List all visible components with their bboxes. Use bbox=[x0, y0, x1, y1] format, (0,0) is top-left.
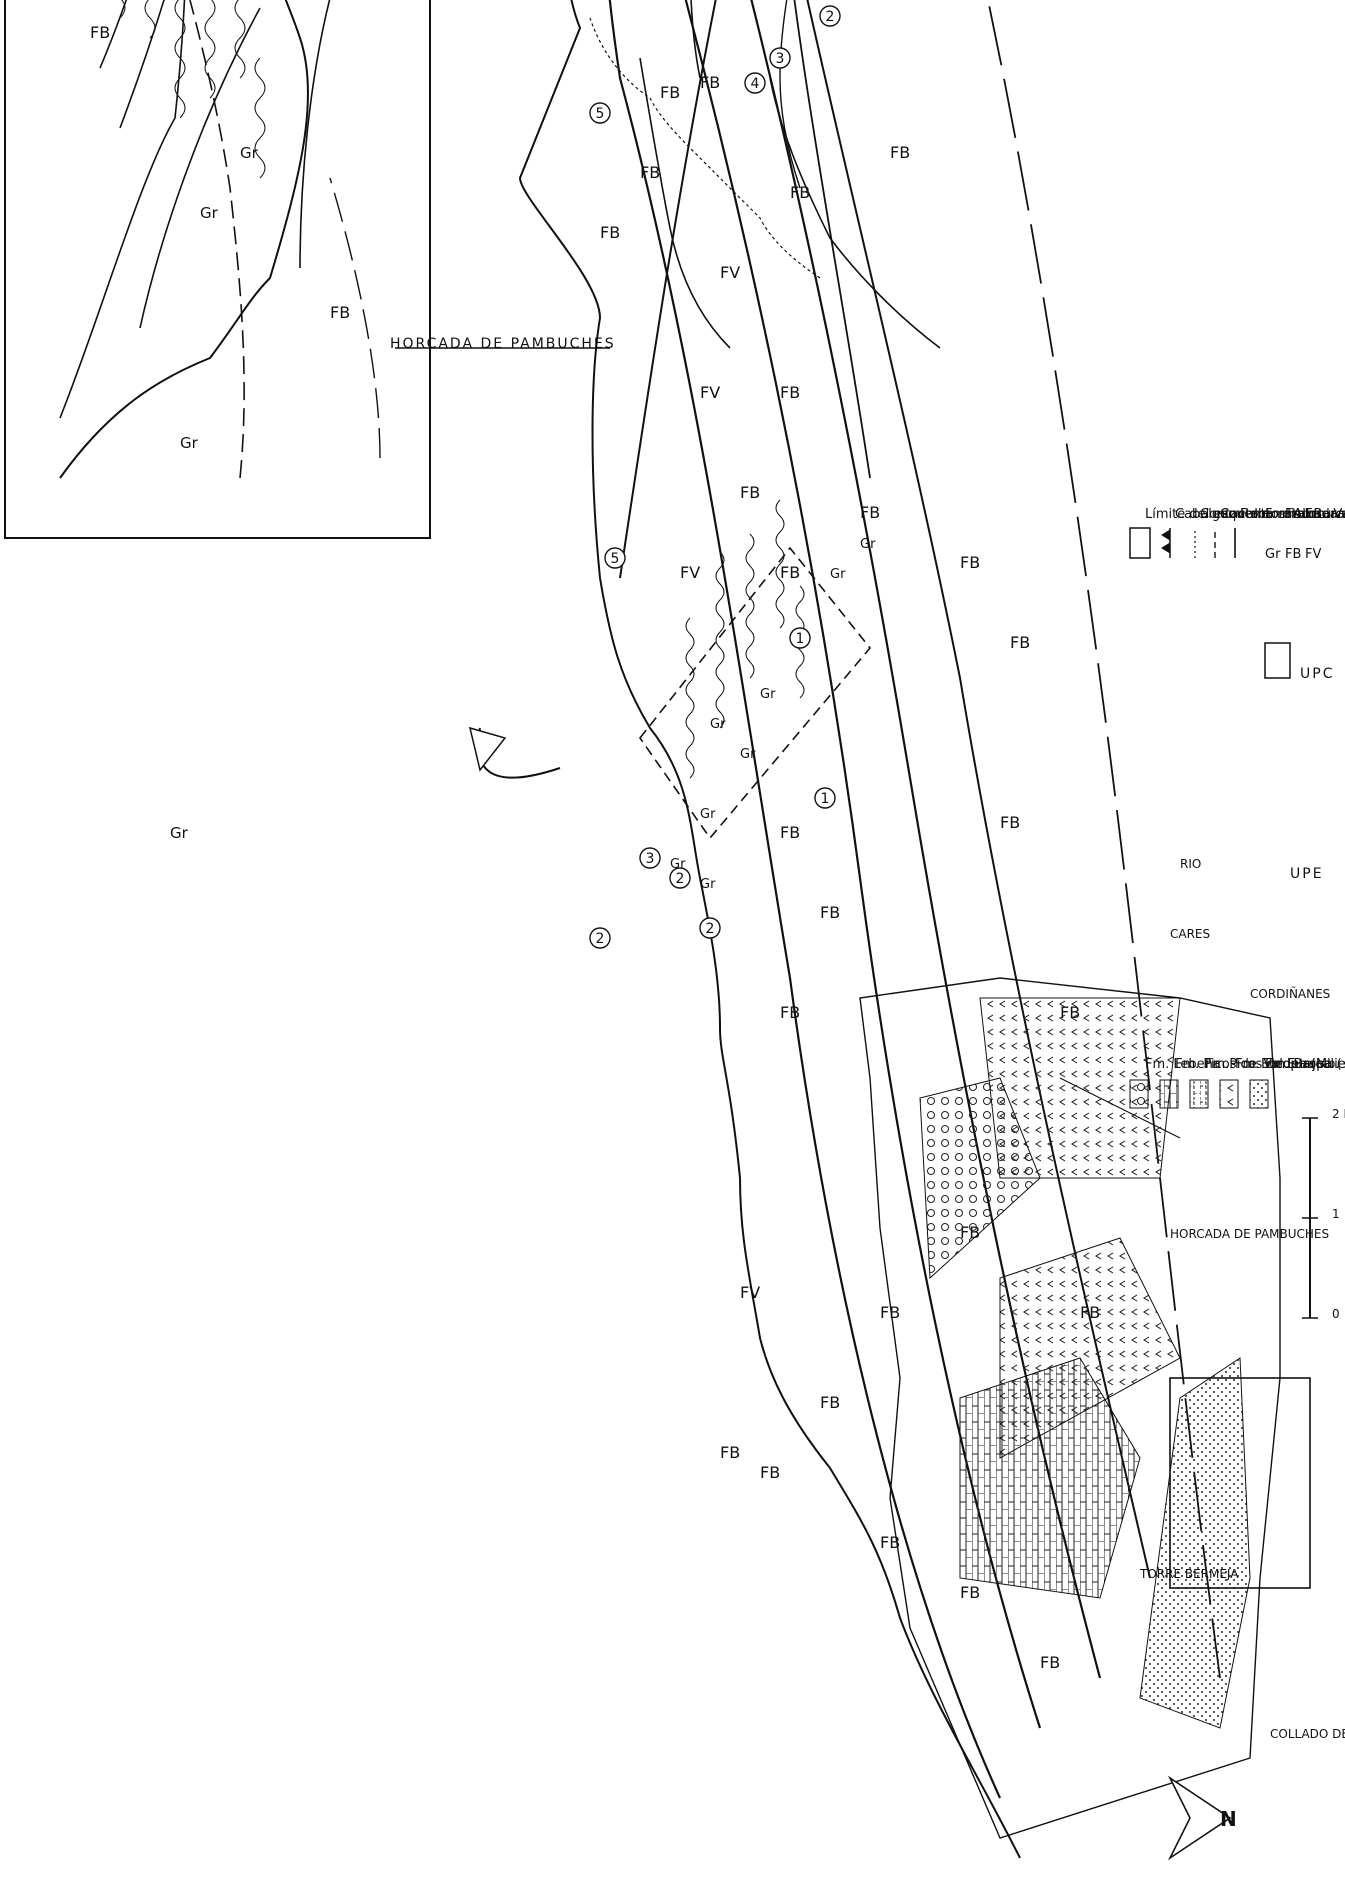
thrust-marker-1b: 1 bbox=[790, 628, 810, 648]
pan-fb-24: FB bbox=[890, 143, 910, 162]
svg-text:N: N bbox=[1220, 1807, 1237, 1831]
pan-fb-29: FB bbox=[640, 163, 660, 182]
pan-fb-2: FB bbox=[1040, 1653, 1060, 1672]
thrust-marker-1a: 1 bbox=[815, 788, 835, 808]
thrust-marker-5a: 5 bbox=[605, 548, 625, 568]
pan-fb-17: FB bbox=[960, 553, 980, 572]
inset-label-gr-4: Gr bbox=[170, 824, 189, 842]
thrust-marker-2b: 2 bbox=[700, 918, 720, 938]
svg-text:2: 2 bbox=[706, 921, 715, 937]
pan-fb-23: FB bbox=[660, 83, 680, 102]
svg-text:5: 5 bbox=[596, 106, 605, 122]
svg-text:3: 3 bbox=[776, 51, 785, 67]
pan-fb-4: FB bbox=[760, 1463, 780, 1482]
svg-text:2: 2 bbox=[676, 871, 685, 887]
svg-text:3: 3 bbox=[646, 851, 655, 867]
pan-fb-22: FB bbox=[790, 183, 810, 202]
pan-fb-16: FB bbox=[780, 563, 800, 582]
thrust-marker-2c: 2 bbox=[820, 6, 840, 26]
legend-left-item-5: Fm. Barcaliente + Fm. Alba bbox=[1250, 1057, 1345, 1108]
svg-text:1: 1 bbox=[796, 631, 805, 647]
pan-fb-14: FB bbox=[1000, 813, 1020, 832]
thrust-marker-2d: 2 bbox=[590, 928, 610, 948]
upc-box bbox=[1265, 643, 1290, 678]
scale-bar: 0 1 2 Km. bbox=[1302, 1107, 1345, 1321]
pan-fv-4: FV bbox=[720, 263, 740, 282]
thrust-marker-2a: 2 bbox=[670, 868, 690, 888]
thrust-marker-4: 4 bbox=[745, 73, 765, 93]
inset-detail: FB FB FB FB FB FB Gr Gr Gr Gr Gr bbox=[5, 0, 430, 842]
svg-text:1: 1 bbox=[1332, 1207, 1340, 1221]
thrust-marker-3: 3 bbox=[640, 848, 660, 868]
pan-fb-1: FB bbox=[960, 1583, 980, 1602]
legend-right-caption: UPC bbox=[1300, 666, 1334, 682]
horcada-label: HORCADA DE PAMBUCHES bbox=[390, 336, 616, 352]
pan-fb-21: FB bbox=[600, 223, 620, 242]
map-label-cares: CARES bbox=[1170, 927, 1210, 941]
pan-gr-4: Gr bbox=[740, 747, 756, 762]
pan-fb-15: FB bbox=[1010, 633, 1030, 652]
pan-fv-2: FV bbox=[680, 563, 700, 582]
map-label-cordinanes: CORDIÑANES bbox=[1250, 986, 1330, 1001]
thrust-marker-3b: 3 bbox=[770, 48, 790, 68]
thrust-marker-5b: 5 bbox=[590, 103, 610, 123]
legend-right: Límite del esquema estructural( Panorámi… bbox=[1130, 507, 1345, 682]
pan-fb-10: FB bbox=[780, 823, 800, 842]
pan-gr-6: Gr bbox=[760, 687, 776, 702]
svg-text:2: 2 bbox=[596, 931, 605, 947]
inset-label-gr-5: Gr bbox=[180, 434, 199, 452]
pan-fv-1: FV bbox=[740, 1283, 760, 1302]
svg-text:5: 5 bbox=[611, 551, 620, 567]
pan-fb-20: FB bbox=[780, 383, 800, 402]
pan-gr-8: Gr bbox=[860, 537, 876, 552]
map-label-torre: TORRE BERMEJA bbox=[1139, 1567, 1239, 1581]
pan-fb-7: FB bbox=[820, 1393, 840, 1412]
north-arrow: N bbox=[1170, 1778, 1237, 1858]
pan-gr-3: Gr bbox=[700, 807, 716, 822]
abbr-fv-code: FV bbox=[1305, 547, 1321, 562]
map-label-horcada: HORCADA DE PAMBUCHES bbox=[1170, 1227, 1329, 1241]
svg-text:0: 0 bbox=[1332, 1307, 1340, 1321]
pan-gr-7: Gr bbox=[830, 567, 846, 582]
pan-fb-5: FB bbox=[720, 1443, 740, 1462]
gr-folds bbox=[686, 500, 804, 778]
legend-left-caption: UPE bbox=[1290, 866, 1324, 882]
inset-frame bbox=[5, 0, 430, 538]
svg-text:4: 4 bbox=[751, 76, 760, 92]
abbr-gr-code: Gr bbox=[1265, 547, 1281, 562]
pan-fb-25: FB bbox=[700, 73, 720, 92]
pan-fb-12: FB bbox=[780, 1003, 800, 1022]
svg-text:1: 1 bbox=[821, 791, 830, 807]
svg-text:2: 2 bbox=[826, 9, 835, 25]
pan-fb-19: FB bbox=[740, 483, 760, 502]
pan-fv-3: FV bbox=[700, 383, 720, 402]
inset-label-fb-6: FB bbox=[330, 303, 350, 322]
abbr-fv-label: Fm. Valdeteja bbox=[1305, 507, 1345, 522]
inset-label-gr-3: Gr bbox=[200, 204, 219, 222]
pan-gr-5: Gr bbox=[710, 717, 726, 732]
rotated-figure: FB FB FB FB FB FB Gr Gr Gr Gr Gr bbox=[5, 0, 1345, 1858]
map-label-collado: COLLADO DEL FRADE bbox=[1270, 1727, 1345, 1741]
pan-fb-18: FB bbox=[860, 503, 880, 522]
map-label-rio: RIO bbox=[1180, 857, 1201, 871]
pan-gr-1: Gr bbox=[700, 877, 716, 892]
detail-box bbox=[640, 548, 870, 838]
pan-fb-11: FB bbox=[820, 903, 840, 922]
svg-text:2 Km.: 2 Km. bbox=[1332, 1107, 1345, 1121]
svg-text:Fm. Barcaliente + Fm. Alba: Fm. Barcaliente + Fm. Alba bbox=[1265, 1057, 1345, 1072]
abbr-fb-code: FB bbox=[1285, 547, 1301, 562]
inset-label-gr-2: Gr bbox=[240, 144, 259, 162]
inset-label-fb-5: FB bbox=[90, 23, 110, 42]
